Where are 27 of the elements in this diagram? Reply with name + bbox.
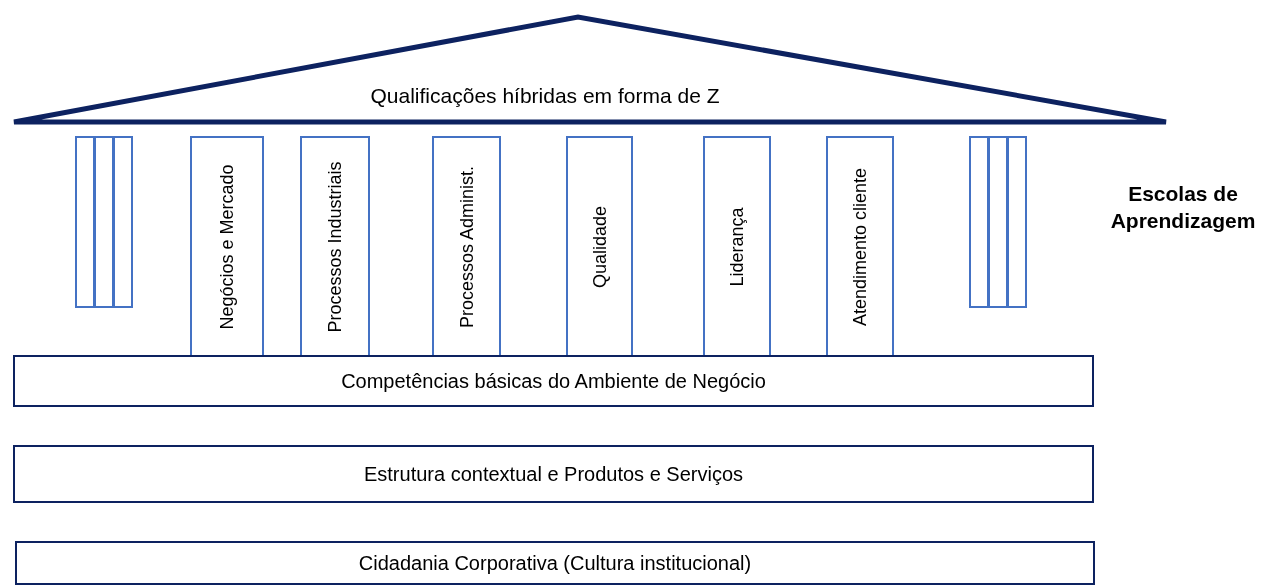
pillar-box [826, 136, 894, 356]
pillar-label: Processos Industriais [324, 161, 346, 333]
pillar-box [703, 136, 771, 356]
narrow-pillar [75, 136, 95, 308]
pillar-label: Qualidade [589, 205, 610, 289]
roof-title: Qualificações híbridas em forma de Z [369, 84, 721, 108]
band-label: Cidadania Corporativa (Cultura institucional) [357, 551, 753, 575]
pillar-box [432, 136, 501, 356]
narrow-pillar [94, 136, 114, 308]
pillar-label: Liderança [726, 207, 748, 287]
pillar-label: Processos Administ. [456, 165, 477, 329]
pillar-box [190, 136, 264, 356]
narrow-pillar [988, 136, 1008, 308]
roof-triangle [12, 14, 1168, 128]
foundation-band [13, 355, 1094, 407]
narrow-pillar [969, 136, 989, 308]
side-heading: Escolas de Aprendizagem [1109, 181, 1257, 235]
band-label: Estrutura contextual e Produtos e Serviços [362, 462, 745, 486]
pillar-box [566, 136, 633, 356]
narrow-pillar [113, 136, 133, 308]
pillar-box [300, 136, 370, 356]
pillar-label: Negócios e Mercado [216, 164, 238, 330]
pillar-label: Atendimento cliente [849, 167, 871, 327]
band-label: Competências básicas do Ambiente de Negócio [340, 369, 767, 393]
foundation-band [15, 541, 1095, 585]
narrow-pillar [1007, 136, 1027, 308]
foundation-band [13, 445, 1094, 503]
